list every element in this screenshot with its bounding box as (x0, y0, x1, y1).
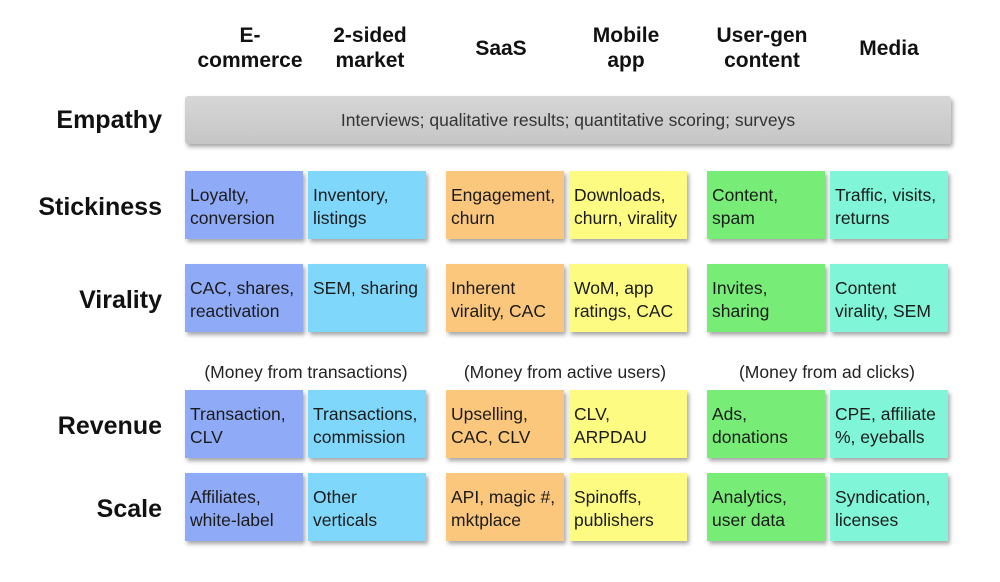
note-money-from-transactions: (Money from transactions) (204, 362, 408, 382)
cell-revenue-mobile-app: CLV,ARPDAU (569, 390, 687, 458)
cell-revenue-user-gen-content: Ads,donations (707, 390, 825, 458)
column-header-media: Media (859, 36, 919, 60)
row-label-scale: Scale (96, 495, 162, 523)
cell-scale-user-gen-content: Analytics,user data (707, 473, 825, 541)
cell-virality-two-sided-market: SEM, sharing (308, 264, 426, 332)
row-label-stickiness: Stickiness (38, 193, 162, 221)
cell-revenue-saas: Upselling,CAC, CLV (446, 390, 564, 458)
cell-stickiness-media: Traffic, visits,returns (830, 171, 948, 239)
cell-scale-saas: API, magic #,mktplace (446, 473, 564, 541)
cell-stickiness-saas: Engagement,churn (446, 171, 564, 239)
column-header-saas: SaaS (475, 36, 527, 60)
row-label-virality: Virality (79, 286, 162, 314)
column-header-ecommerce: E-commerce (197, 24, 303, 72)
cell-scale-media: Syndication,licenses (830, 473, 948, 541)
cell-revenue-ecommerce: Transaction,CLV (185, 390, 303, 458)
cell-stickiness-mobile-app: Downloads,churn, virality (569, 171, 687, 239)
note-money-from-ad-clicks: (Money from ad clicks) (738, 362, 915, 382)
note-money-from-active-users: (Money from active users) (463, 362, 667, 382)
cell-stickiness-two-sided-market: Inventory,listings (308, 171, 426, 239)
row-label-revenue: Revenue (57, 412, 162, 440)
cell-stickiness-user-gen-content: Content,spam (707, 171, 825, 239)
cell-virality-user-gen-content: Invites,sharing (707, 264, 825, 332)
cell-virality-ecommerce: CAC, shares,reactivation (185, 264, 303, 332)
row-label-empathy: Empathy (56, 106, 162, 134)
cell-revenue-media: CPE, affiliate%, eyeballs (830, 390, 948, 458)
cell-revenue-two-sided-market: Transactions,commission (308, 390, 426, 458)
cell-stickiness-ecommerce: Loyalty,conversion (185, 171, 303, 239)
cell-scale-mobile-app: Spinoffs,publishers (569, 473, 687, 541)
cell-scale-ecommerce: Affiliates,white-label (185, 473, 303, 541)
empathy-bar: Interviews; qualitative results; quantit… (185, 96, 951, 144)
